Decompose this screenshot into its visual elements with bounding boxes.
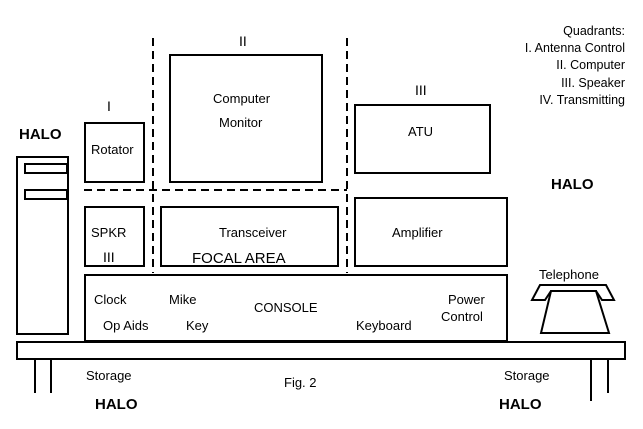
monitor-box [169,54,323,183]
console-label: CONSOLE [254,300,318,315]
clock-label: Clock [94,292,127,307]
halo-label-bottom-right: HALO [499,396,542,413]
legend-item: I. Antenna Control [524,41,625,56]
amplifier-label: Amplifier [392,225,443,240]
telephone-label: Telephone [539,267,599,282]
halo-label-bottom-left: HALO [95,396,138,413]
halo-label-right: HALO [551,176,594,193]
key-label: Key [186,318,209,333]
mike-label: Mike [169,292,197,307]
monitor-label-line2: Monitor [219,115,263,130]
quadrant-label-i: I [107,98,111,114]
quadrant-label-ii: II [239,33,247,49]
transceiver-label: Transceiver [219,225,287,240]
monitor-label-line1: Computer [213,91,271,106]
power-control-label-line1: Power [448,292,485,307]
power-control-label-line2: Control [441,309,483,324]
halo-label-top-left: HALO [19,126,62,143]
speaker-label: SPKR [91,225,127,240]
legend-item: IV. Transmitting [539,92,625,107]
figure-caption: Fig. 2 [284,375,317,390]
telephone-icon [530,284,616,334]
legend-item: III. Speaker [561,75,625,90]
transceiver-box [160,206,339,267]
quadrant-label-iii-bottom: III [103,249,115,265]
quadrant-legend: Quadrants: I. Antenna Control II. Comput… [525,23,625,109]
legend-title: Quadrants: [563,24,625,38]
storage-label-right: Storage [504,368,550,383]
atu-label: ATU [408,124,434,139]
op-aids-label: Op Aids [103,318,149,333]
atu-box [354,104,491,174]
amplifier-box [354,197,508,267]
speaker-box [84,206,145,267]
storage-label-left: Storage [86,368,132,383]
keyboard-label: Keyboard [356,318,412,333]
legend-item: II. Computer [556,58,625,73]
rotator-box [84,122,145,183]
quadrant-label-iii-top: III [415,82,427,98]
rotator-label: Rotator [91,142,134,157]
drive-bay-2 [24,189,68,200]
desk-top [16,341,626,360]
focal-area-label: FOCAL AREA [192,250,286,267]
drive-bay-1 [24,163,68,174]
computer-tower [16,156,69,335]
